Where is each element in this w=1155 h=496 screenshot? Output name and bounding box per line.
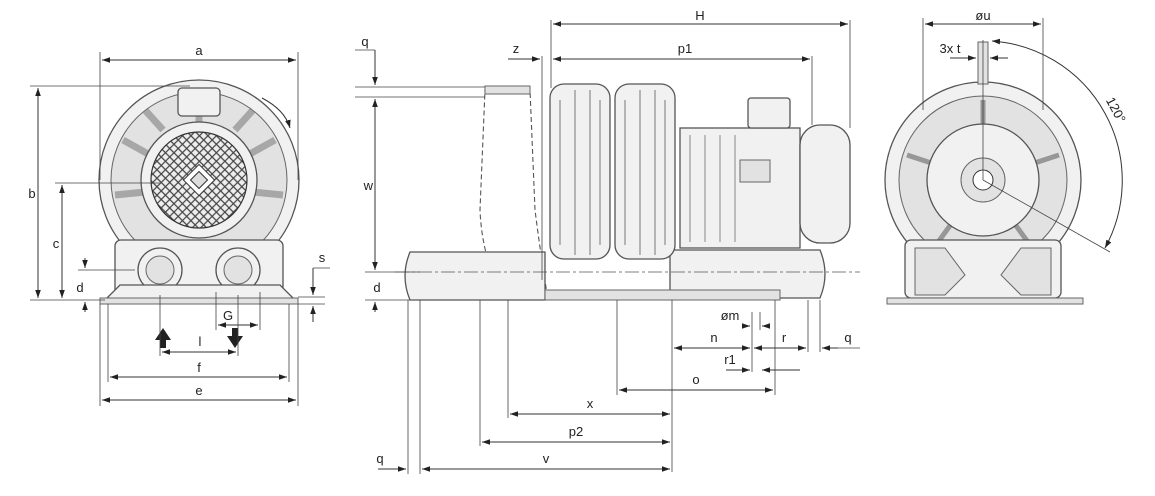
dim-H-label: H: [695, 8, 704, 23]
dim-p2-label: p2: [569, 424, 583, 439]
dim-q-bottom-label: q: [376, 451, 383, 466]
dim-w-label: w: [363, 178, 374, 193]
terminal-box: [747, 97, 791, 129]
dim-f-label: f: [197, 360, 201, 375]
dim-l-label: l: [199, 334, 202, 349]
dim-r1-label: r1: [724, 352, 736, 367]
dim-d-label: d: [76, 280, 83, 295]
dim-d-side-label: d: [373, 280, 380, 295]
dim-c-label: c: [53, 236, 60, 251]
dim-v-label: v: [543, 451, 550, 466]
stage-1: [549, 83, 611, 260]
dim-r-label: r: [782, 330, 787, 345]
angle-arc: [991, 38, 1123, 249]
rear-view: øu 3x t 120°: [884, 8, 1129, 305]
dim-p1-label: p1: [678, 41, 692, 56]
dim-a-label: a: [195, 43, 203, 58]
dim-s-label: s: [319, 250, 326, 265]
rotation-arrow: [261, 97, 291, 129]
dim-q-right-label: q: [844, 330, 851, 345]
outlet-arrow-icon: [227, 328, 243, 348]
motor-fan-cover: [799, 124, 851, 244]
dim-x-label: x: [587, 396, 594, 411]
front-view: a b c d s G l f e: [28, 43, 330, 406]
angle-label: 120°: [1103, 94, 1129, 125]
dim-q-top-label: q: [361, 34, 368, 49]
dim-o-label: o: [692, 372, 699, 387]
dim-t-label: 3x t: [940, 41, 961, 56]
motor-body: [679, 127, 801, 249]
side-view: H p1 z q w d øm: [355, 8, 860, 474]
dim-b-label: b: [28, 186, 35, 201]
dim-z-label: z: [513, 41, 520, 56]
stage-2: [614, 83, 676, 260]
inlet-arrow-icon: [155, 328, 171, 348]
dim-m-label: øm: [721, 308, 740, 323]
dim-u-label: øu: [975, 8, 990, 23]
dim-n-label: n: [710, 330, 717, 345]
dim-G-label: G: [223, 308, 233, 323]
dim-e-label: e: [195, 383, 202, 398]
